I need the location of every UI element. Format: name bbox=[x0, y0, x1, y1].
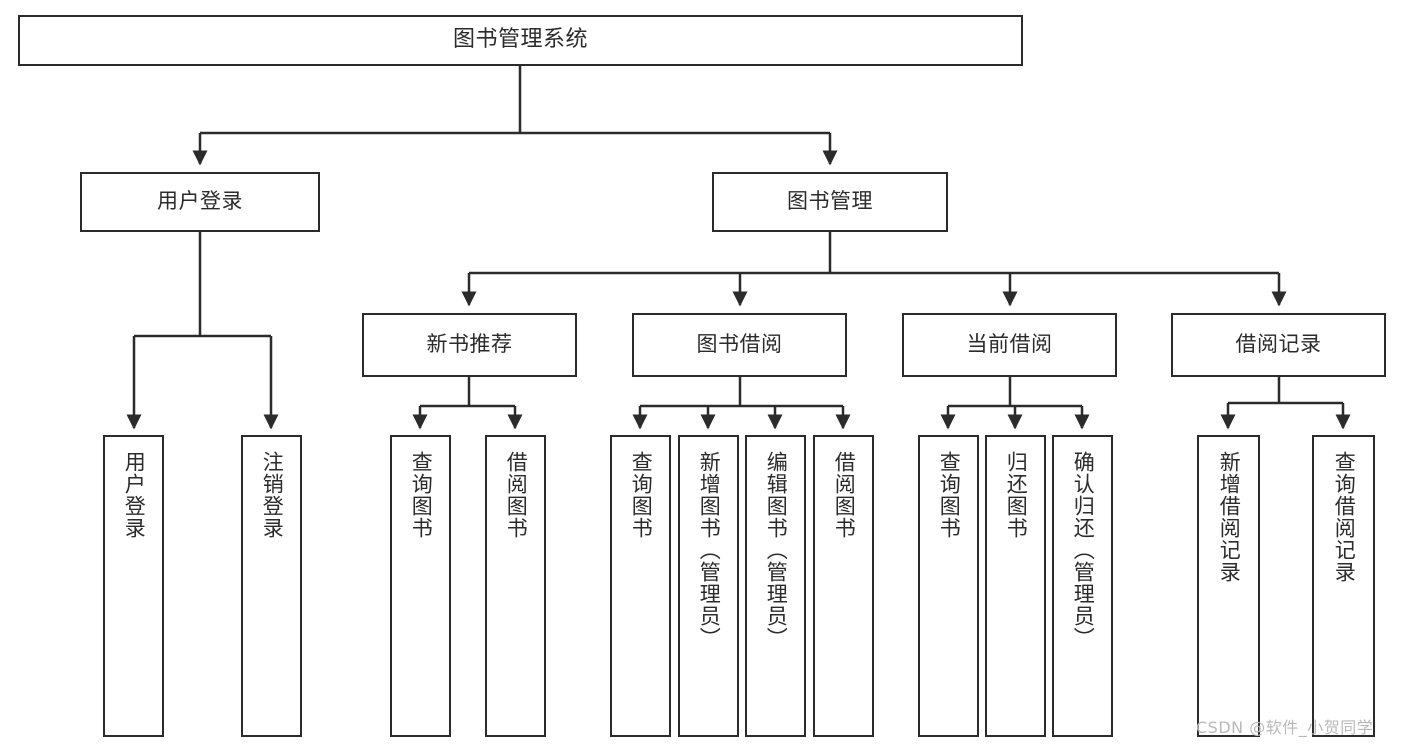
node-label: 借阅图书 bbox=[504, 451, 529, 539]
leaf-return-book[interactable]: 归还图书 bbox=[985, 435, 1046, 737]
node-current-borrow[interactable]: 当前借阅 bbox=[902, 313, 1117, 377]
node-label: 注销登录 bbox=[260, 451, 285, 539]
leaf-query-book-recommend[interactable]: 查询图书 bbox=[390, 435, 451, 737]
node-label: 查询图书 bbox=[629, 451, 654, 539]
leaf-add-borrow-record[interactable]: 新增借阅记录 bbox=[1197, 435, 1260, 737]
leaf-query-borrow-record[interactable]: 查询借阅记录 bbox=[1312, 435, 1375, 737]
leaf-user-logout[interactable]: 注销登录 bbox=[241, 435, 302, 737]
leaf-confirm-return[interactable]: 确认归还（管理员） bbox=[1052, 435, 1113, 737]
node-book-management[interactable]: 图书管理 bbox=[712, 172, 948, 232]
node-label: 图书管理 bbox=[787, 189, 873, 214]
node-new-book-recommend[interactable]: 新书推荐 bbox=[362, 313, 577, 377]
leaf-edit-book[interactable]: 编辑图书（管理员） bbox=[745, 435, 806, 737]
node-label: 新书推荐 bbox=[426, 332, 513, 357]
node-label: 新增图书（管理员） bbox=[697, 451, 722, 649]
node-label: 新增借阅记录 bbox=[1217, 451, 1242, 583]
node-label: 查询图书 bbox=[409, 451, 434, 539]
node-label: 借阅图书 bbox=[832, 451, 857, 539]
leaf-borrow-book-recommend[interactable]: 借阅图书 bbox=[485, 435, 546, 737]
leaf-user-login[interactable]: 用户登录 bbox=[103, 435, 164, 737]
node-book-borrow[interactable]: 图书借阅 bbox=[632, 313, 847, 377]
node-user-login[interactable]: 用户登录 bbox=[80, 172, 320, 232]
leaf-add-book[interactable]: 新增图书（管理员） bbox=[678, 435, 739, 737]
leaf-query-book-current[interactable]: 查询图书 bbox=[918, 435, 979, 737]
leaf-borrow-book[interactable]: 借阅图书 bbox=[813, 435, 874, 737]
node-label: 图书管理系统 bbox=[452, 27, 588, 53]
node-root-system[interactable]: 图书管理系统 bbox=[18, 15, 1023, 66]
node-label: 查询借阅记录 bbox=[1332, 451, 1357, 583]
node-label: 借阅记录 bbox=[1235, 332, 1322, 357]
node-label: 归还图书 bbox=[1004, 451, 1029, 539]
node-label: 查询图书 bbox=[937, 451, 962, 539]
node-label: 用户登录 bbox=[157, 189, 243, 214]
leaf-query-book-borrow[interactable]: 查询图书 bbox=[610, 435, 671, 737]
node-label: 图书借阅 bbox=[696, 332, 783, 357]
watermark: CSDN @软件_小贺同学 bbox=[1196, 718, 1374, 737]
node-label: 编辑图书（管理员） bbox=[764, 451, 789, 649]
node-borrow-record[interactable]: 借阅记录 bbox=[1171, 313, 1386, 377]
node-label: 当前借阅 bbox=[966, 332, 1053, 357]
node-label: 确认归还（管理员） bbox=[1071, 451, 1096, 649]
node-label: 用户登录 bbox=[122, 451, 147, 539]
